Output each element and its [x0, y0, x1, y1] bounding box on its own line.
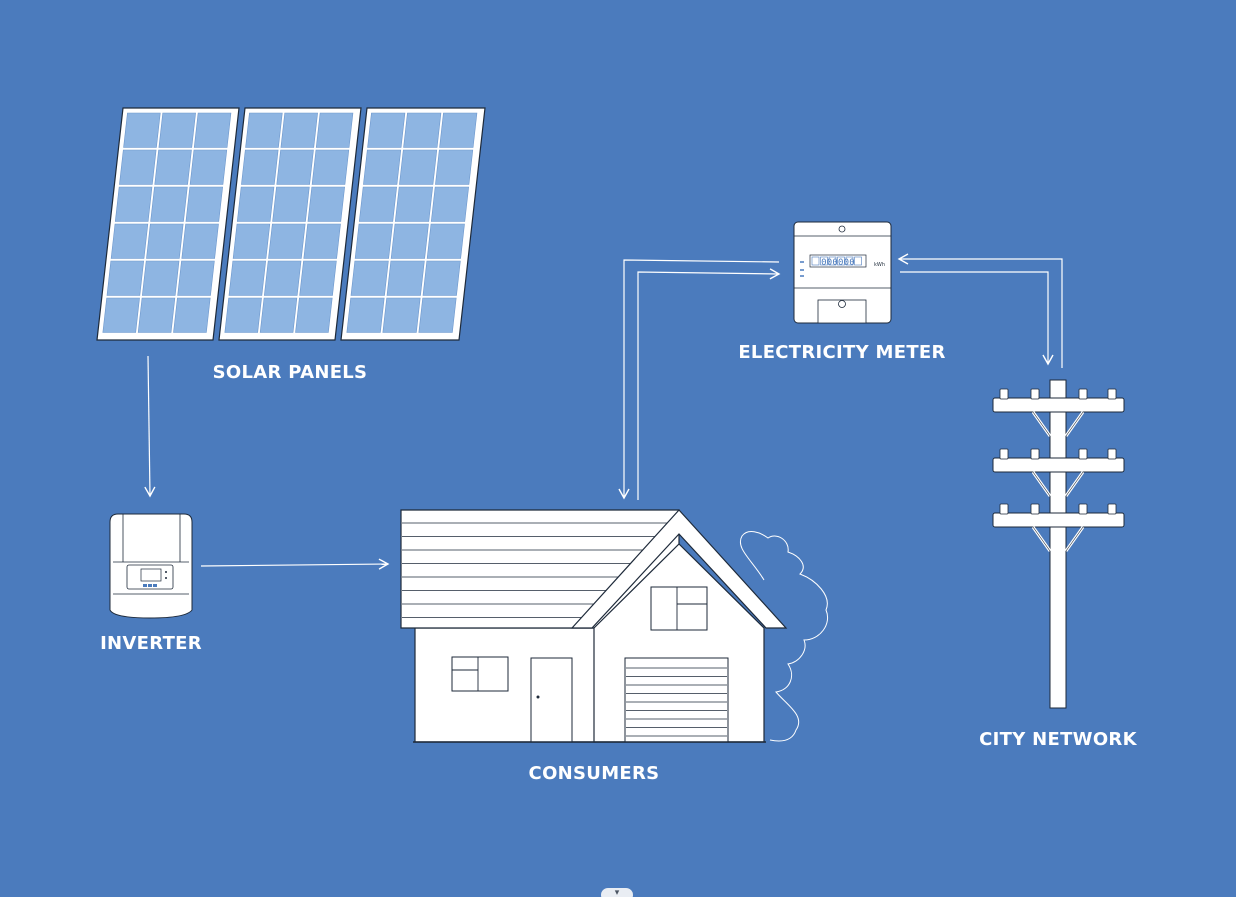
- electricity-meter-icon: 000000 kWh: [793, 221, 892, 324]
- inverter-icon: [109, 513, 193, 619]
- meter-unit: kWh: [874, 262, 885, 268]
- scroll-handle[interactable]: ▾: [601, 888, 633, 897]
- utility-pole-icon: [992, 379, 1125, 709]
- arrow-meter-to-consumers: [618, 259, 780, 500]
- solar-panel-icon: [96, 107, 486, 341]
- meter-display: 000000: [821, 258, 855, 268]
- arrow-consumers-to-meter: [637, 268, 781, 500]
- arrow-solar-to-inverter: [144, 355, 156, 498]
- solar-panel-2: [218, 107, 362, 341]
- electricity-meter-label: ELECTRICITY METER: [738, 342, 946, 363]
- arrow-meter-to-city: [900, 271, 1054, 366]
- solar-panel-3: [340, 107, 486, 341]
- arrow-inverter-to-consumers: [200, 558, 390, 570]
- consumers-label: CONSUMERS: [528, 763, 660, 784]
- city-network-label: CITY NETWORK: [979, 729, 1137, 750]
- house-icon: [400, 509, 828, 743]
- solar-panels-label: SOLAR PANELS: [212, 362, 368, 383]
- arrow-city-to-meter: [897, 253, 1063, 368]
- solar-panel-1: [96, 107, 240, 341]
- flow-arrows: [144, 253, 1063, 570]
- inverter-label: INVERTER: [100, 633, 202, 654]
